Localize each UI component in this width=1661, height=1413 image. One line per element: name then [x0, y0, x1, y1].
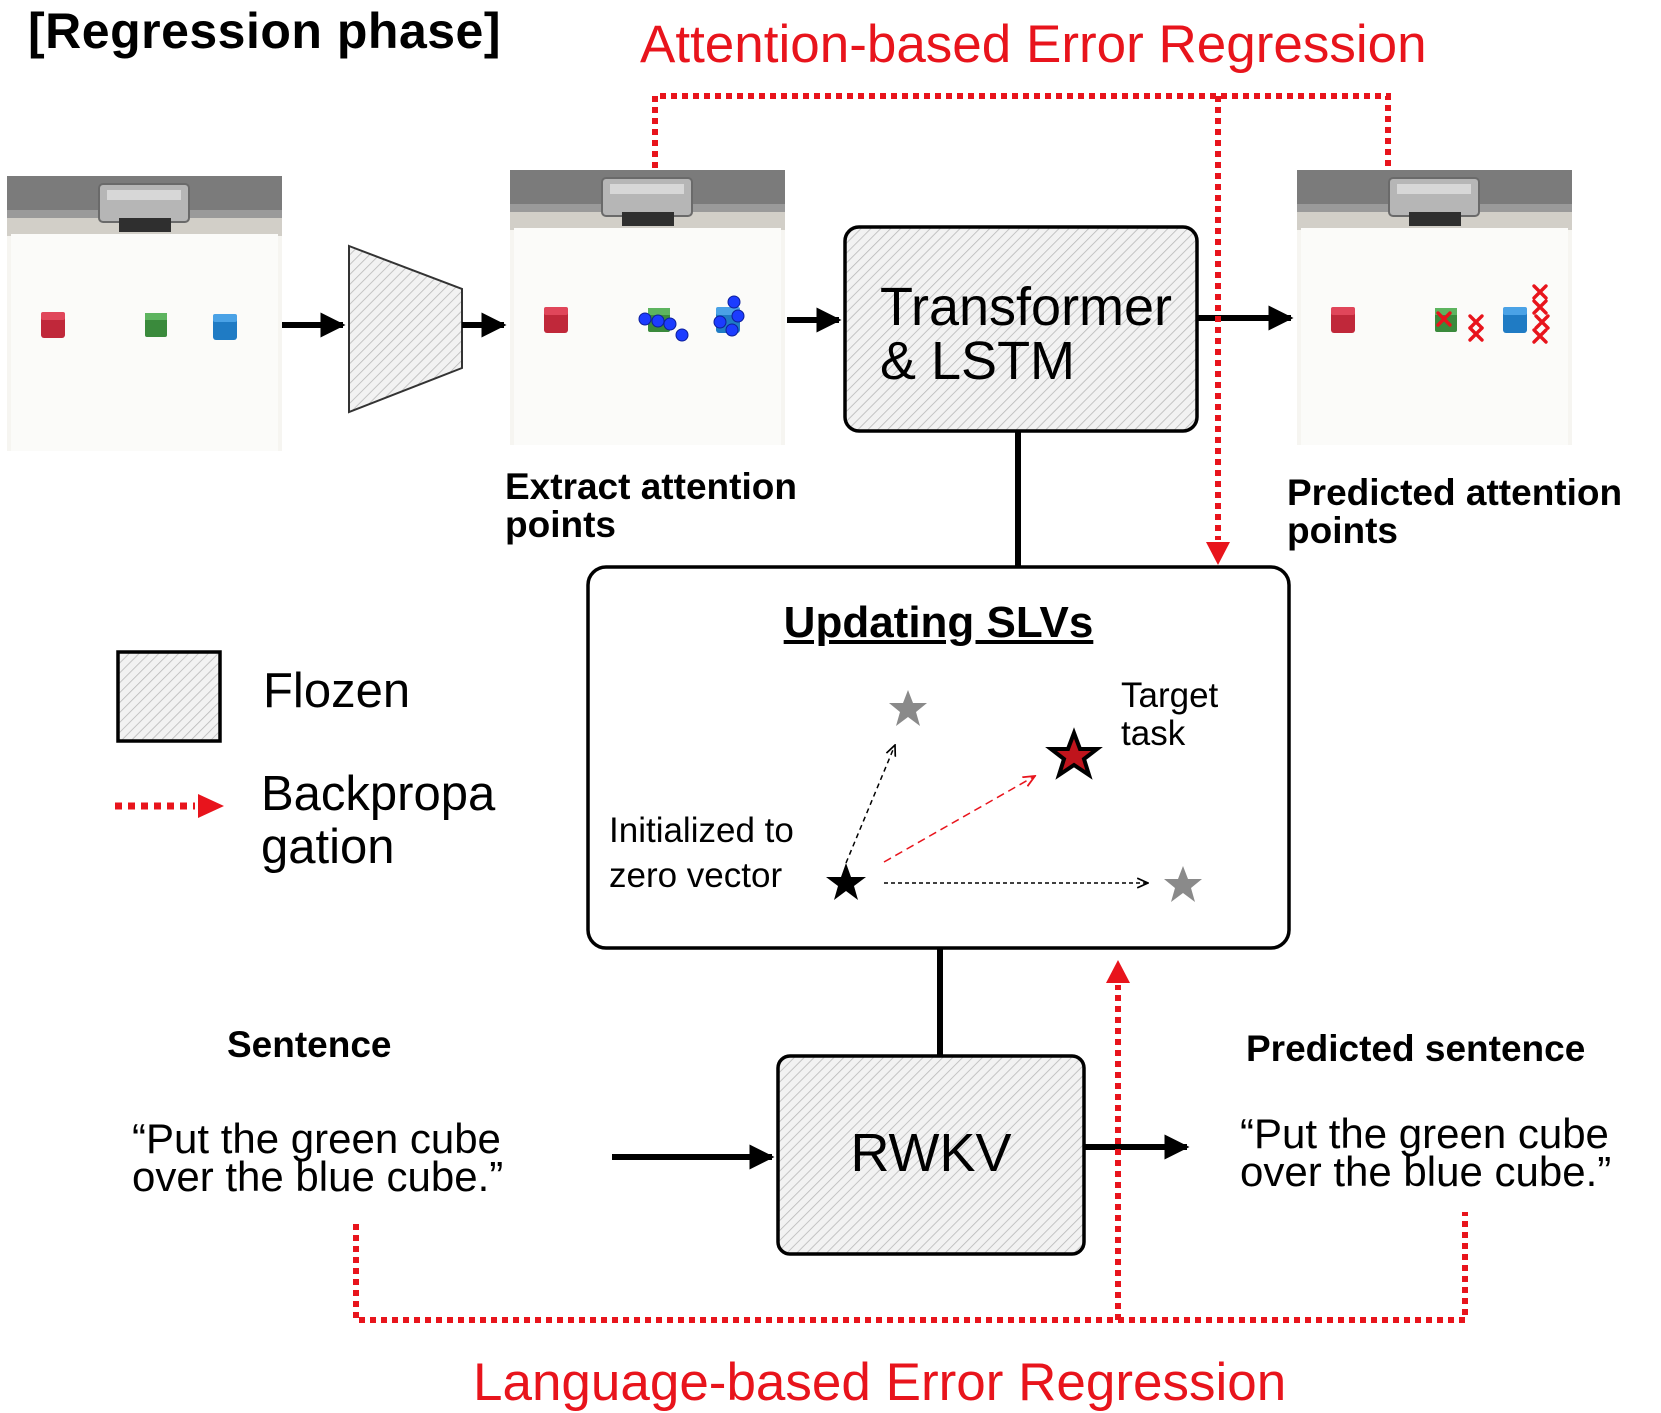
attention-points [638, 295, 745, 342]
target-label: Target task [1121, 676, 1219, 753]
attention-backprop-path [652, 93, 1391, 540]
legend-backprop-label: Backpropa gation [261, 767, 496, 874]
star-icon [889, 690, 927, 726]
transformer-lstm-label: Transformer & LSTM [880, 277, 1173, 391]
legend-frozen-swatch [116, 650, 222, 743]
blue-cube-icon [1503, 307, 1527, 333]
frozen-encoder [348, 244, 463, 414]
star-icon [1164, 866, 1202, 902]
blue-cube-icon [213, 314, 237, 340]
rwkv-label: RWKV [850, 1123, 1012, 1183]
predicted-attention-image [1296, 169, 1573, 446]
origin-star-icon [826, 863, 866, 900]
page-title: [Regression phase] [28, 3, 502, 59]
red-cube-icon [41, 312, 65, 338]
red-cube-icon [1331, 307, 1355, 333]
flow-arrows [282, 305, 1294, 1170]
input-camera-image [6, 175, 283, 452]
rwkv-box [776, 1054, 1086, 1256]
predicted-points-caption: Predicted attention points [1287, 472, 1623, 551]
target-star-icon [1045, 727, 1103, 780]
legend-frozen-label: Flozen [263, 664, 411, 718]
slv-vector-space [826, 690, 1202, 902]
extract-caption: Extract attention points [505, 466, 797, 545]
slv-title: Updating SLVs [783, 598, 1094, 647]
extracted-attention-image [509, 169, 786, 446]
green-cube-icon [145, 313, 167, 337]
init-label: Initialized to zero vector [609, 811, 794, 895]
red-cube-icon [544, 307, 568, 333]
attention-backprop-arrowhead [1206, 542, 1230, 565]
predicted-sentence-caption: Predicted sentence [1246, 1028, 1586, 1069]
language-backprop-arrowhead [1106, 960, 1130, 983]
predicted-sentence: “Put the green cube over the blue cube.” [1240, 1110, 1612, 1195]
input-sentence: “Put the green cube over the blue cube.” [132, 1115, 504, 1200]
attention-regression-title: Attention-based Error Regression [640, 15, 1427, 74]
sentence-caption: Sentence [227, 1024, 392, 1065]
language-regression-title: Language-based Error Regression [473, 1353, 1287, 1412]
language-backprop-path [353, 985, 1468, 1323]
